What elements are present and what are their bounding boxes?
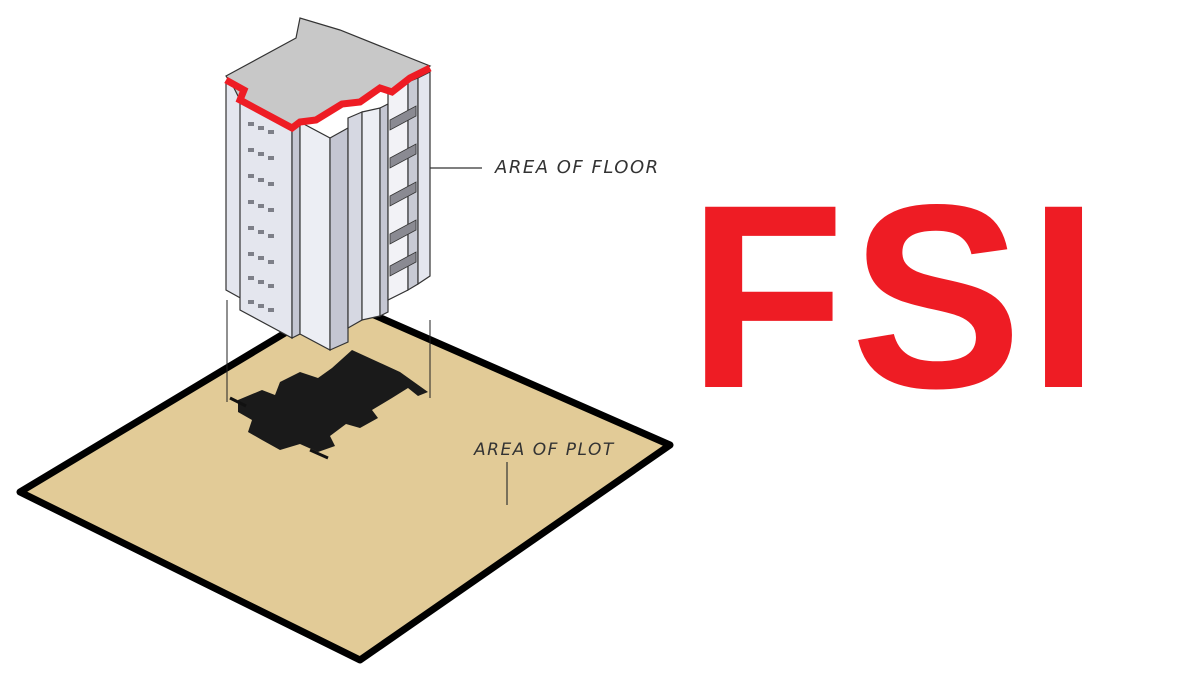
area-of-plot-label: AREA OF PLOT bbox=[474, 440, 615, 460]
fsi-title: FSI bbox=[688, 150, 1106, 443]
footprint-shadow bbox=[229, 350, 428, 460]
plot-area bbox=[16, 296, 674, 664]
projection-lines bbox=[226, 300, 431, 402]
area-of-floor-label: AREA OF FLOOR bbox=[495, 157, 660, 178]
windows bbox=[248, 122, 274, 312]
building bbox=[224, 17, 432, 351]
